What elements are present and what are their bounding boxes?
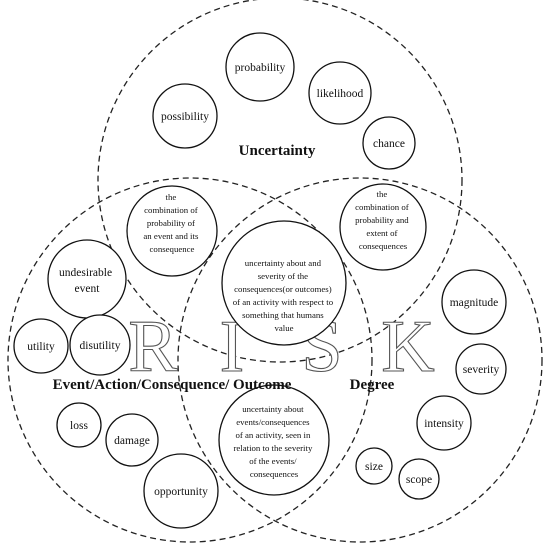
term-loss-label: loss: [70, 420, 88, 432]
term-chance-label: chance: [373, 138, 405, 150]
term-opportunity: opportunity: [143, 453, 219, 529]
definition-uncertainty-degree-text: the combination of probability and exten…: [355, 189, 411, 251]
term-likelihood: likelihood: [308, 61, 372, 125]
term-intensity: intensity: [416, 395, 472, 451]
risk-letter-r: R: [128, 306, 178, 388]
uncertainty-set-circle: [97, 0, 463, 363]
term-damage: damage: [105, 413, 159, 467]
definition-uncertainty-event: the combination of probability of an eve…: [126, 185, 218, 277]
definition-event-degree: uncertainty about events/consequences of…: [218, 384, 330, 496]
set-label-degree: Degree: [350, 377, 395, 393]
term-damage-label: damage: [114, 435, 150, 447]
term-chance: chance: [362, 116, 416, 170]
term-utility: utility: [13, 318, 69, 374]
term-magnitude-label: magnitude: [450, 297, 499, 309]
set-label-uncertainty: Uncertainty: [239, 143, 316, 159]
definition-all-three: uncertainty about and severity of the co…: [221, 220, 347, 346]
term-scope: scope: [398, 458, 440, 500]
term-intensity-label: intensity: [424, 418, 464, 430]
term-likelihood-label: likelihood: [317, 88, 364, 100]
term-possibility: possibility: [152, 83, 218, 149]
term-undesirable-event-label: undesirable event: [59, 267, 115, 295]
term-disutility: disutility: [69, 314, 131, 376]
definition-event-degree-text: uncertainty about events/consequences of…: [233, 404, 314, 479]
term-loss: loss: [56, 402, 102, 448]
term-size-label: size: [365, 461, 383, 473]
term-opportunity-label: opportunity: [154, 486, 208, 498]
definition-all-three-text: uncertainty about and severity of the co…: [233, 258, 336, 333]
set-label-event: Event/Action/Consequence/ Outcome: [53, 377, 292, 393]
term-utility-label: utility: [27, 341, 55, 353]
term-probability-label: probability: [235, 62, 286, 74]
degree-set-circle: [177, 177, 543, 543]
term-disutility-label: disutility: [80, 340, 121, 352]
term-scope-label: scope: [406, 474, 432, 486]
term-magnitude: magnitude: [441, 269, 507, 335]
term-probability: probability: [225, 32, 295, 102]
term-size: size: [355, 447, 393, 485]
term-possibility-label: possibility: [161, 111, 209, 123]
event-set-circle: [7, 177, 373, 543]
definition-uncertainty-event-text: the combination of probability of an eve…: [143, 192, 200, 254]
risk-letter-k: K: [381, 306, 434, 388]
definition-uncertainty-degree: the combination of probability and exten…: [339, 183, 427, 271]
term-undesirable-event: undesirable event: [47, 239, 127, 319]
term-severity-label: severity: [463, 364, 500, 376]
term-severity: severity: [455, 343, 507, 395]
